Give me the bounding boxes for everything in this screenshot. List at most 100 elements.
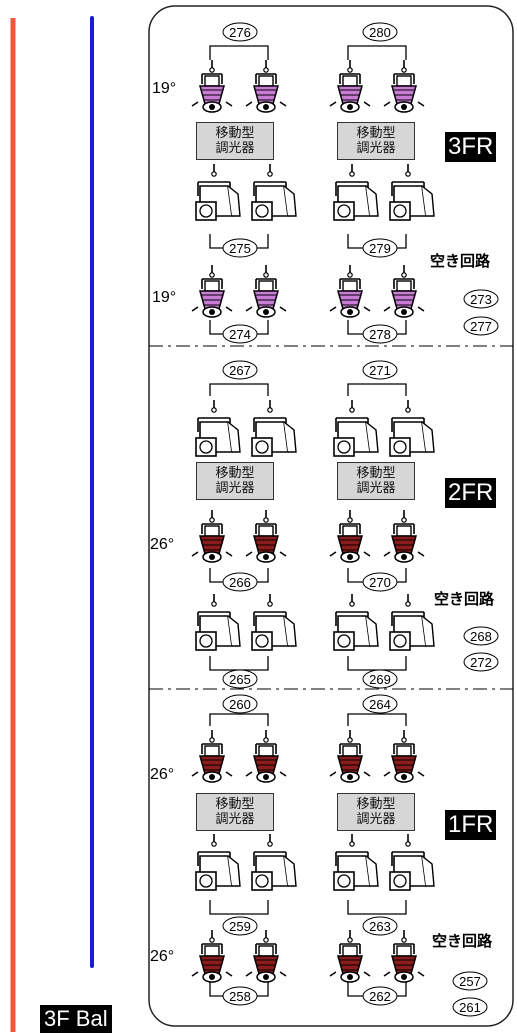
svg-text:279: 279: [369, 241, 391, 256]
svg-text:273: 273: [470, 292, 492, 307]
free-circuits-label: 空き回路: [432, 932, 493, 950]
svg-text:276: 276: [229, 25, 251, 40]
flood-light-icon: [251, 593, 297, 651]
svg-text:262: 262: [369, 989, 391, 1004]
svg-text:271: 271: [369, 363, 391, 378]
svg-text:266: 266: [229, 575, 251, 590]
circuit-oval: 278: [362, 324, 398, 344]
profile-spot-icon: [383, 729, 425, 783]
circuit-oval: 276: [222, 22, 258, 42]
flood-light-icon: [195, 593, 241, 651]
svg-text:263: 263: [369, 919, 391, 934]
circuit-oval: 279: [362, 238, 398, 258]
profile-spot-icon: [329, 59, 371, 113]
section-badge-2fr: 2FR: [445, 478, 497, 508]
dimmer-label-line2: 調光器: [215, 481, 255, 496]
dimmer-label-line1: 移動型: [215, 797, 255, 812]
portable-dimmer-box: 移動型 調光器: [337, 793, 415, 831]
dimmer-label-line1: 移動型: [215, 466, 255, 481]
circuit-oval: 264: [362, 694, 398, 714]
dimmer-label-line2: 調光器: [356, 812, 396, 827]
svg-text:267: 267: [229, 363, 251, 378]
svg-text:274: 274: [229, 327, 251, 342]
profile-spot-icon: [245, 264, 287, 318]
flood-light-icon: [251, 163, 297, 221]
circuit-oval: 266: [222, 572, 258, 592]
profile-spot-icon: [329, 929, 371, 983]
flood-light-icon: [251, 399, 297, 457]
dimmer-label-line1: 移動型: [215, 126, 255, 141]
circuit-oval: 280: [362, 22, 398, 42]
portable-dimmer-box: 移動型 調光器: [196, 462, 274, 500]
circuit-oval: 263: [362, 916, 398, 936]
flood-light-icon: [333, 399, 379, 457]
flood-light-icon: [389, 593, 435, 651]
beam-angle-label: 26°: [150, 766, 175, 783]
pair-brackets: [209, 45, 407, 997]
circuit-oval: 267: [222, 360, 258, 380]
flood-light-icon: [333, 163, 379, 221]
free-circuit-oval: 257: [452, 971, 488, 991]
dimmer-label-line1: 移動型: [356, 126, 396, 141]
svg-text:269: 269: [369, 672, 391, 687]
dimmer-label-line2: 調光器: [215, 141, 255, 156]
flood-light-icon: [195, 163, 241, 221]
profile-spot-icon: [191, 264, 233, 318]
beam-angle-label: 26°: [150, 536, 175, 553]
free-circuit-oval: 277: [463, 316, 499, 336]
flood-light-icon: [333, 593, 379, 651]
profile-spot-icon: [383, 509, 425, 563]
svg-text:268: 268: [470, 629, 492, 644]
dimmer-label-line2: 調光器: [356, 141, 396, 156]
portable-dimmer-box: 移動型 調光器: [196, 122, 274, 160]
profile-spot-icon: [329, 509, 371, 563]
circuit-oval: 258: [222, 986, 258, 1006]
svg-text:264: 264: [369, 697, 391, 712]
portable-dimmer-box: 移動型 調光器: [337, 462, 415, 500]
circuit-oval: 269: [362, 669, 398, 689]
svg-text:275: 275: [229, 241, 251, 256]
free-circuits-label: 空き回路: [430, 252, 491, 270]
svg-text:260: 260: [229, 697, 251, 712]
dimmer-label-line2: 調光器: [356, 481, 396, 496]
profile-spot-icon: [191, 59, 233, 113]
profile-spot-icon: [191, 509, 233, 563]
section-badge-3fr: 3FR: [445, 132, 497, 162]
circuit-oval: 265: [222, 669, 258, 689]
beam-angle-label: 26°: [150, 948, 175, 965]
circuit-labels: 276 280 275 279 274 278 273 277 267 271 …: [222, 22, 499, 1017]
circuit-oval: 259: [222, 916, 258, 936]
beam-angle-label: 19°: [152, 289, 177, 306]
circuit-oval: 271: [362, 360, 398, 380]
balcony-label: 3F Bal: [40, 1005, 112, 1033]
svg-text:258: 258: [229, 989, 251, 1004]
flood-light-icon: [333, 833, 379, 891]
dimmer-label-line1: 移動型: [356, 797, 396, 812]
free-circuit-oval: 273: [463, 289, 499, 309]
profile-spot-icon: [245, 729, 287, 783]
svg-text:261: 261: [459, 1000, 481, 1015]
profile-spot-icon: [245, 929, 287, 983]
profile-spot-icon: [329, 264, 371, 318]
svg-text:278: 278: [369, 327, 391, 342]
flood-light-icon: [389, 833, 435, 891]
free-circuits-label: 空き回路: [434, 590, 495, 608]
svg-text:270: 270: [369, 575, 391, 590]
profile-spot-icon: [383, 929, 425, 983]
profile-spot-icon: [191, 929, 233, 983]
circuit-oval: 275: [222, 238, 258, 258]
dimmer-label-line2: 調光器: [215, 812, 255, 827]
svg-text:259: 259: [229, 919, 251, 934]
flood-light-icon: [389, 163, 435, 221]
flood-light-icon: [195, 833, 241, 891]
svg-text:272: 272: [470, 655, 492, 670]
flood-light-icon: [195, 399, 241, 457]
fr-frame: [148, 5, 514, 1027]
profile-spot-icon: [245, 509, 287, 563]
profile-spot-icon: [191, 729, 233, 783]
dimmer-label-line1: 移動型: [356, 466, 396, 481]
free-circuit-oval: 272: [463, 652, 499, 672]
circuit-oval: 270: [362, 572, 398, 592]
profile-spot-icon: [383, 264, 425, 318]
